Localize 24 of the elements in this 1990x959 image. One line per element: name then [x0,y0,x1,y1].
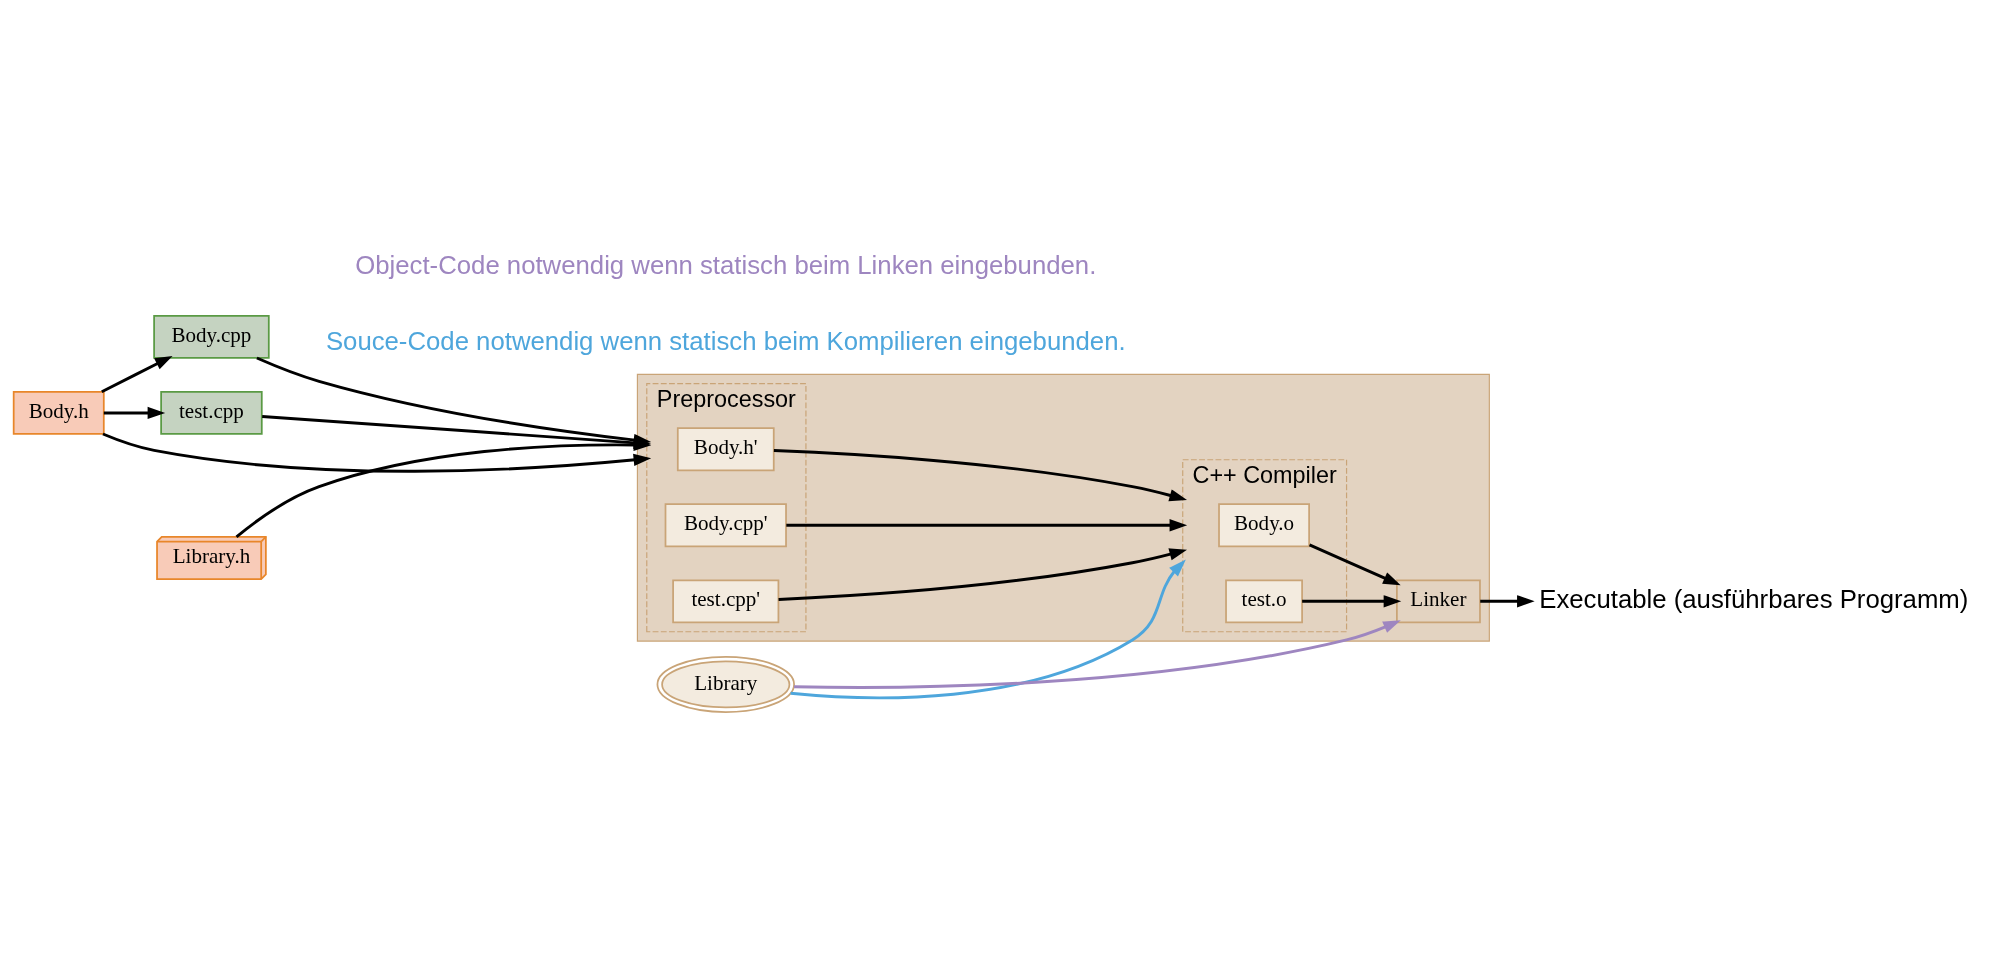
node-text: Executable (ausführbares Programm) [1538,584,1968,613]
arrow [778,548,1187,601]
label: Object-Code notwendig wenn statisch beim Linken eingebunden. [354,251,1096,280]
node-box: Linker [1395,579,1481,624]
arrow [100,355,173,394]
node-box: Body.cpp [152,314,270,359]
node-box: test.cpp [159,390,263,435]
arrow [1479,595,1535,608]
node-box: Body.h [12,390,105,435]
arrow [789,559,1186,700]
node-box: test.o [1224,579,1303,624]
arrow [1301,595,1401,608]
arrow [773,449,1187,502]
arrow [1308,543,1401,586]
arrow [103,406,165,420]
node-box: Body.o [1217,503,1310,548]
arrow [785,519,1187,532]
cluster [636,373,1490,642]
node-box: test.cpp' [671,579,779,624]
node-box: Body.cpp' [664,503,787,548]
node-ellipse: Library [656,655,795,713]
arrow [793,620,1401,689]
node-box: Body.h' [676,427,775,472]
label: Souce-Code notwendig wenn statisch beim Kompilieren eingebunden. [325,327,1126,356]
